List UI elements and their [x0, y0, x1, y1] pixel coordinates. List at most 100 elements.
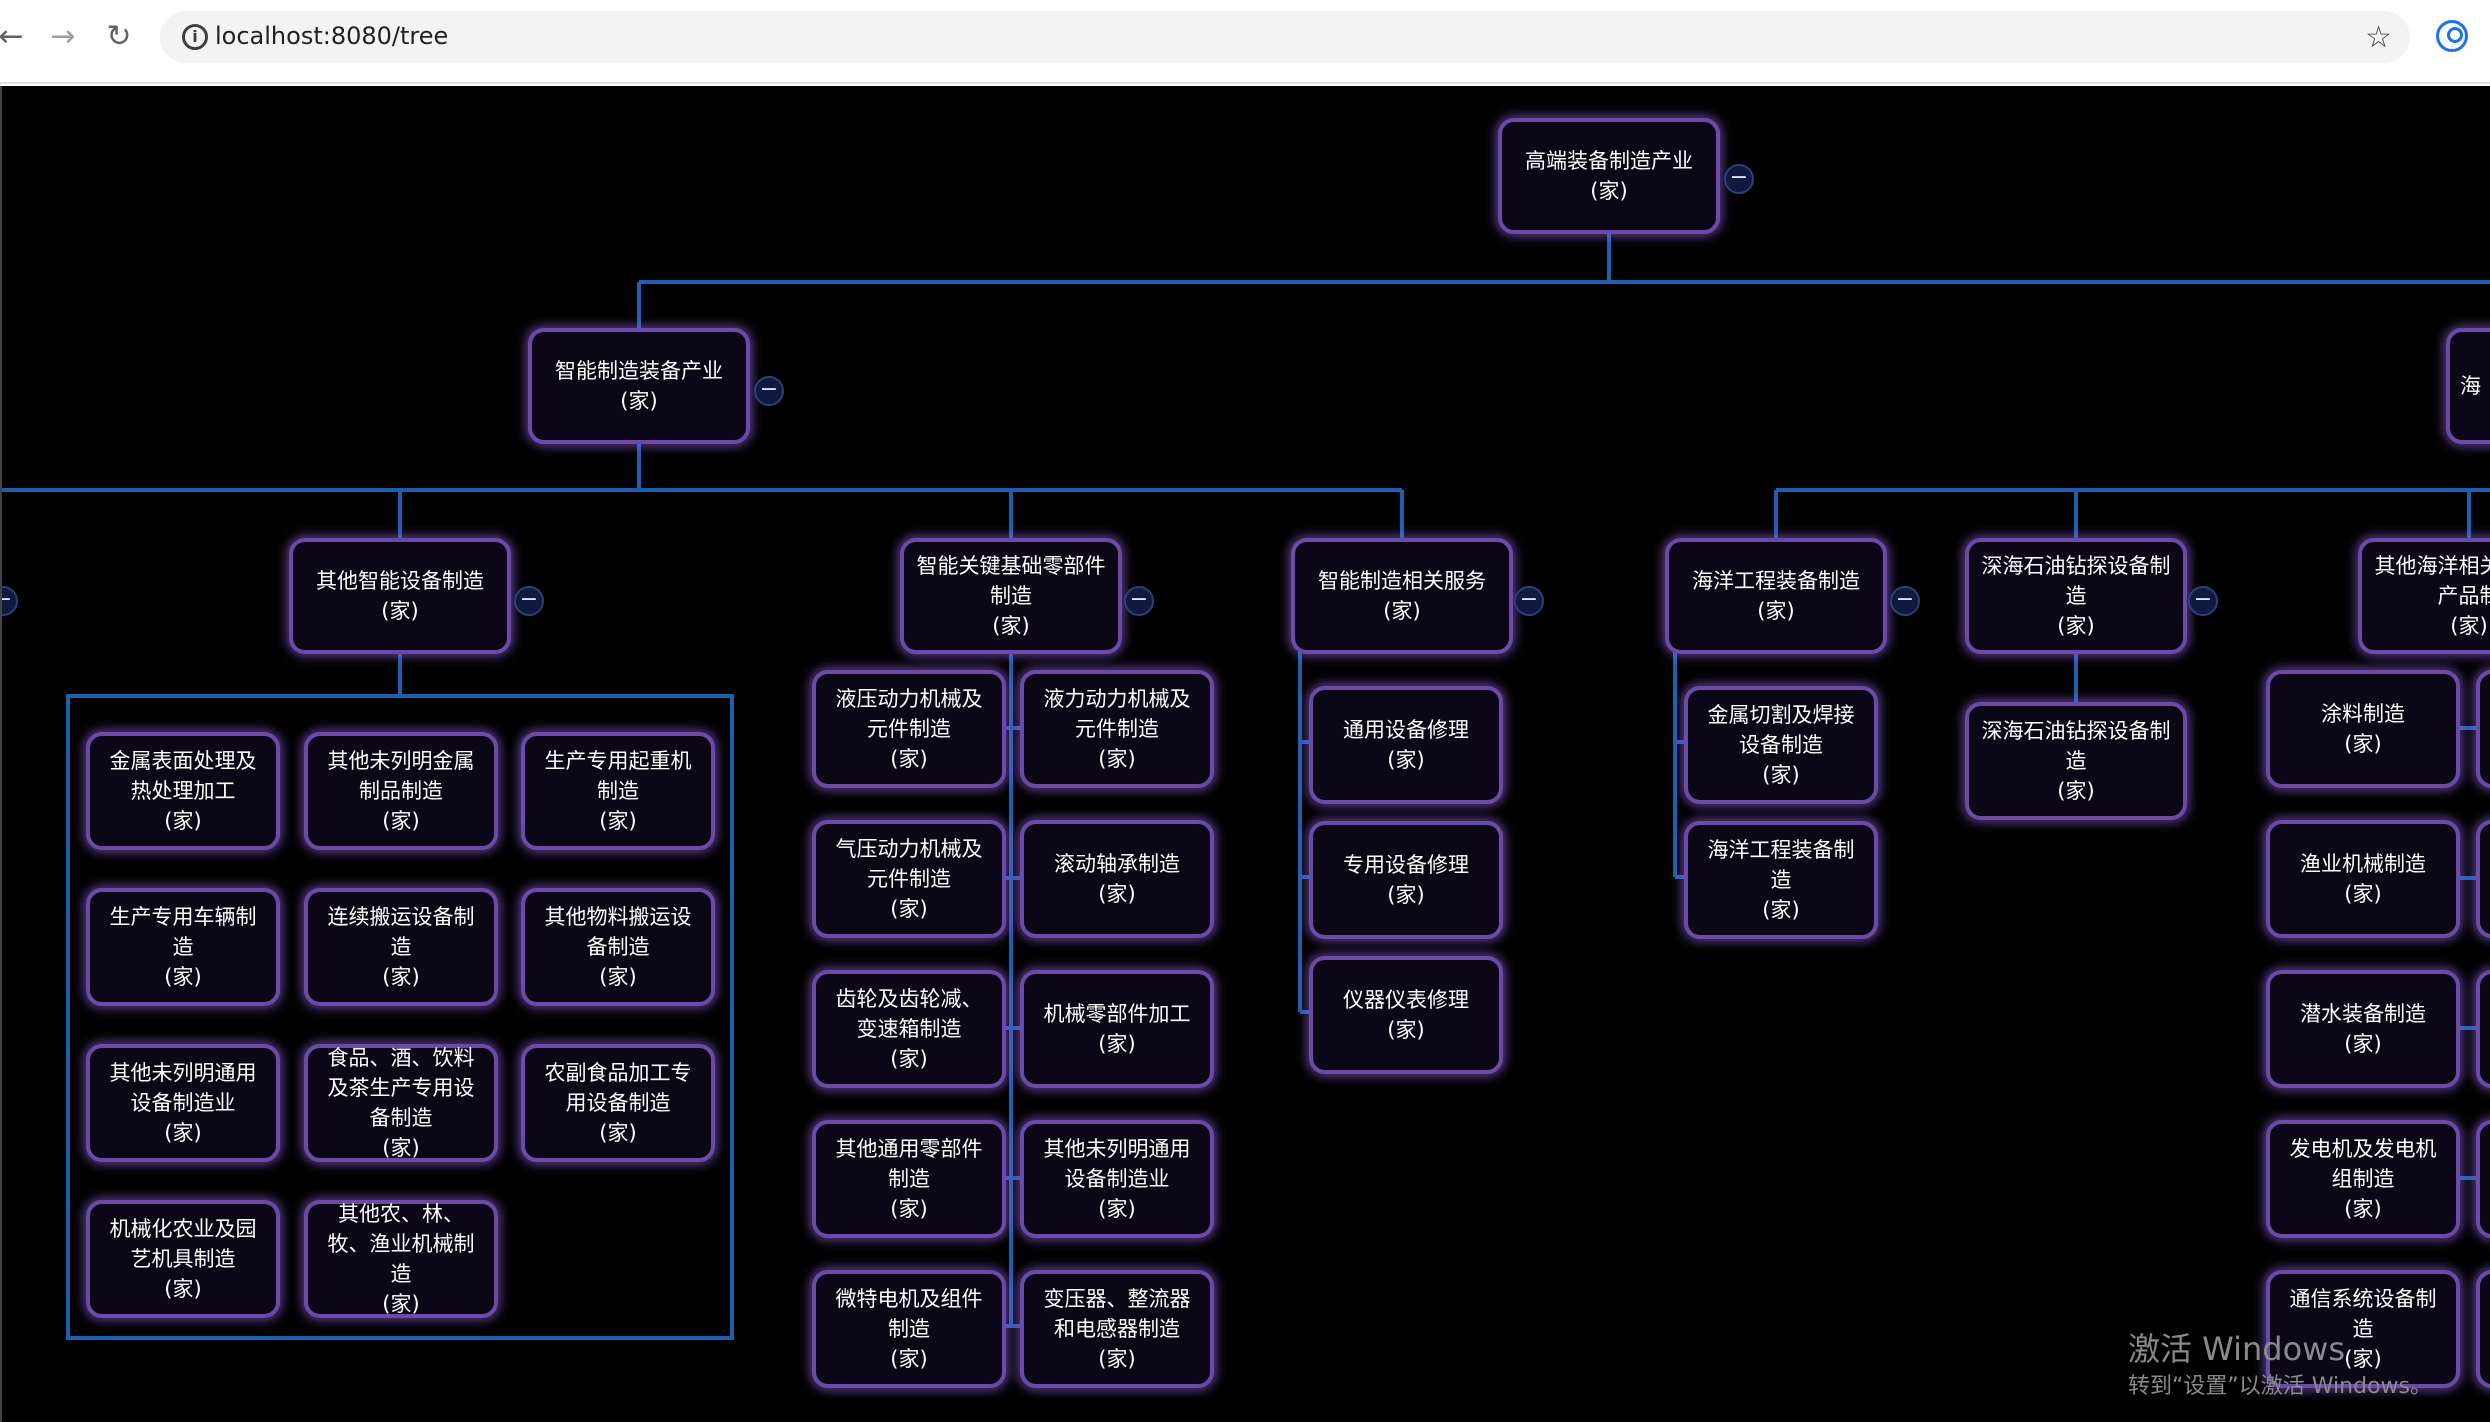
leaf-node[interactable]: 通信系统设备制造(家) [2266, 1270, 2460, 1388]
node-label: 专用设备修理 [1343, 853, 1469, 877]
collapse-toggle-c4[interactable]: − [1890, 586, 1920, 616]
leaf-node-partial[interactable] [2476, 670, 2490, 788]
node-label: 仪器仪表修理 [1343, 988, 1469, 1012]
tree-node-other-smart-devices[interactable]: 其他智能设备制造 (家) [289, 538, 511, 654]
node-unit: (家) [1383, 599, 1421, 623]
leaf-node[interactable]: 金属表面处理及热处理加工(家) [86, 732, 280, 850]
node-unit: (家) [382, 965, 420, 989]
node-unit: (家) [382, 1292, 420, 1316]
address-bar[interactable]: i localhost:8080/tree ☆ [160, 11, 2410, 63]
leaf-node[interactable]: 通用设备修理(家) [1309, 686, 1503, 804]
leaf-node[interactable]: 液压动力机械及元件制造(家) [812, 670, 1006, 788]
tree-node-smart-manufacturing[interactable]: 智能制造装备产业 (家) [528, 328, 750, 444]
node-unit: (家) [1757, 599, 1795, 623]
tree-node-ocean-engineering[interactable]: 海洋工程装备制造 (家) [1665, 538, 1887, 654]
node-unit: (家) [164, 965, 202, 989]
node-unit: (家) [1098, 1347, 1136, 1371]
node-label: 微特电机及组件制造 [835, 1287, 983, 1341]
node-unit: (家) [1762, 763, 1800, 787]
node-label: 海 [2460, 374, 2481, 398]
node-label: 生产专用车辆制造 [109, 905, 257, 959]
leaf-node[interactable]: 生产专用车辆制造 (家) [86, 888, 280, 1006]
leaf-node[interactable]: 连续搬运设备制造 (家) [304, 888, 498, 1006]
node-label: 海洋工程装备制造 [1692, 569, 1860, 593]
leaf-node[interactable]: 其他物料搬运设备制造(家) [521, 888, 715, 1006]
url-text[interactable]: localhost:8080/tree [215, 22, 449, 50]
collapse-toggle-c1[interactable]: − [514, 586, 544, 616]
node-unit: (家) [890, 747, 928, 771]
leaf-node[interactable]: 食品、酒、饮料及茶生产专用设备制造(家) [304, 1044, 498, 1162]
node-unit: (家) [1098, 882, 1136, 906]
leaf-node[interactable]: 机械零部件加工(家) [1020, 970, 1214, 1088]
leaf-node[interactable]: 其他未列明金属制品制造(家) [304, 732, 498, 850]
node-unit: (家) [890, 897, 928, 921]
node-unit: (家) [164, 809, 202, 833]
node-label: 变压器、整流器和电感器制造 [1043, 1287, 1191, 1341]
node-label: 通用设备修理 [1343, 718, 1469, 742]
leaf-node-partial[interactable] [2476, 1120, 2490, 1238]
node-label: 渔业机械制造 [2300, 852, 2426, 876]
node-label: 智能制造装备产业 [555, 359, 723, 383]
node-label: 机械零部件加工 [1043, 1002, 1191, 1026]
leaf-node[interactable]: 深海石油钻探设备制造(家) [1965, 702, 2187, 820]
leaf-node[interactable]: 金属切割及焊接设备制造(家) [1684, 686, 1878, 804]
node-unit: (家) [164, 1121, 202, 1145]
tree-node-ocean-partial[interactable]: 海 [2446, 328, 2490, 444]
leaf-node[interactable]: 仪器仪表修理(家) [1309, 956, 1503, 1074]
leaf-node[interactable]: 液力动力机械及元件制造 (家) [1020, 670, 1214, 788]
collapse-toggle-smart[interactable]: − [754, 376, 784, 406]
node-label: 其他智能设备制造 [316, 569, 484, 593]
node-label: 连续搬运设备制造 [327, 905, 475, 959]
reload-icon[interactable]: ↻ [106, 19, 132, 54]
forward-arrow-icon[interactable]: → [50, 19, 76, 54]
node-label: 智能关键基础零部件制造 [916, 554, 1106, 608]
tree-node-deepsea-drilling[interactable]: 深海石油钻探设备制造 (家) [1965, 538, 2187, 654]
leaf-node[interactable]: 微特电机及组件制造 (家) [812, 1270, 1006, 1388]
tree-node-root[interactable]: 高端装备制造产业 (家) [1498, 118, 1720, 234]
leaf-node[interactable]: 气压动力机械及元件制造(家) [812, 820, 1006, 938]
back-arrow-icon[interactable]: ← [0, 19, 24, 54]
collapse-toggle-c2[interactable]: − [1124, 586, 1154, 616]
leaf-node[interactable]: 齿轮及齿轮减、变速箱制造(家) [812, 970, 1006, 1088]
leaf-node[interactable]: 海洋工程装备制造(家) [1684, 821, 1878, 939]
profile-icon[interactable] [2436, 20, 2468, 52]
leaf-node[interactable]: 生产专用起重机制造(家) [521, 732, 715, 850]
leaf-node[interactable]: 农副食品加工专用设备制造 (家) [521, 1044, 715, 1162]
leaf-node-partial[interactable] [2476, 820, 2490, 938]
node-unit: (家) [890, 1347, 928, 1371]
tree-canvas: 高端装备制造产业 (家) − 智能制造装备产业 (家) − 海 其他智能设备制造… [0, 86, 2490, 1422]
leaf-node[interactable]: 渔业机械制造(家) [2266, 820, 2460, 938]
node-label: 机械化农业及园艺机具制造 [109, 1217, 257, 1271]
collapse-toggle-root[interactable]: − [1724, 164, 1754, 194]
leaf-node[interactable]: 滚动轴承制造(家) [1020, 820, 1214, 938]
node-label: 液力动力机械及元件制造 [1043, 687, 1191, 741]
tree-node-other-ocean[interactable]: 其他海洋相关设备与产品制 (家) [2358, 538, 2490, 654]
node-unit: (家) [1098, 747, 1136, 771]
tree-node-smart-services[interactable]: 智能制造相关服务 (家) [1291, 538, 1513, 654]
leaf-node[interactable]: 其他农、林、牧、渔业机械制造 (家) [304, 1200, 498, 1318]
node-label: 其他未列明金属制品制造 [327, 749, 475, 803]
leaf-node[interactable]: 机械化农业及园艺机具制造(家) [86, 1200, 280, 1318]
leaf-node[interactable]: 发电机及发电机组制造(家) [2266, 1120, 2460, 1238]
node-unit: (家) [599, 1121, 637, 1145]
leaf-node[interactable]: 潜水装备制造(家) [2266, 970, 2460, 1088]
leaf-node[interactable]: 其他未列明通用设备制造业(家) [1020, 1120, 1214, 1238]
node-unit: (家) [890, 1047, 928, 1071]
node-unit: (家) [2057, 779, 2095, 803]
collapse-toggle-c5[interactable]: − [2188, 586, 2218, 616]
node-label: 其他农、林、牧、渔业机械制造 [327, 1202, 475, 1286]
leaf-node-partial[interactable] [2476, 1270, 2490, 1388]
node-label: 海洋工程装备制造 [1707, 838, 1855, 892]
site-info-icon[interactable]: i [182, 24, 208, 50]
leaf-node-partial[interactable] [2476, 970, 2490, 1088]
leaf-node[interactable]: 其他通用零部件制造(家) [812, 1120, 1006, 1238]
leaf-node[interactable]: 专用设备修理(家) [1309, 821, 1503, 939]
node-label: 农副食品加工专用设备制造 [544, 1061, 692, 1115]
leaf-node[interactable]: 涂料制造(家) [2266, 670, 2460, 788]
node-label: 深海石油钻探设备制造 [1981, 554, 2171, 608]
leaf-node[interactable]: 其他未列明通用设备制造业(家) [86, 1044, 280, 1162]
tree-node-smart-key-parts[interactable]: 智能关键基础零部件制造 (家) [900, 538, 1122, 654]
bookmark-star-icon[interactable]: ☆ [2365, 20, 2392, 55]
leaf-node[interactable]: 变压器、整流器和电感器制造 (家) [1020, 1270, 1214, 1388]
collapse-toggle-c3[interactable]: − [1514, 586, 1544, 616]
